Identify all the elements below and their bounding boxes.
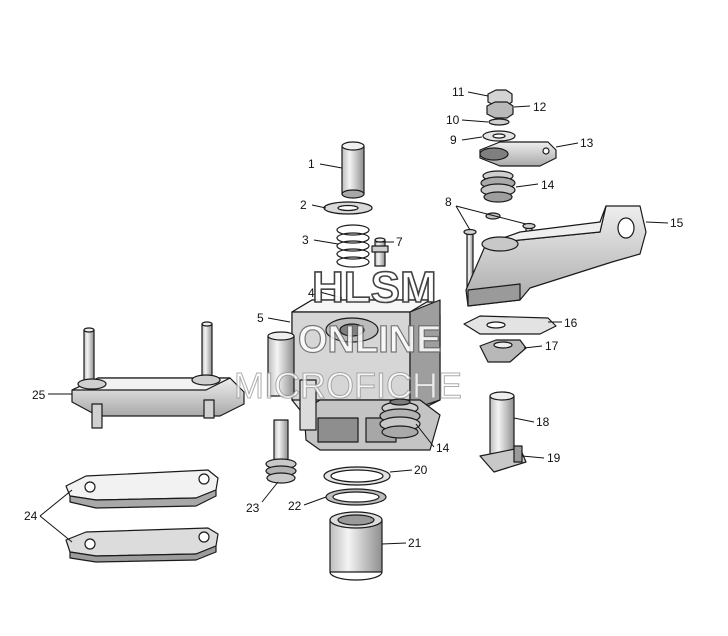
part-3-spring <box>336 224 370 268</box>
part-10-washer <box>488 118 510 126</box>
part-25-bracket <box>71 321 245 429</box>
callout-12: 12 <box>533 100 547 114</box>
part-17-cam <box>479 339 527 363</box>
part-24-pad-upper <box>65 469 219 509</box>
callout-11: 11 <box>452 85 465 99</box>
callout-4: 4 <box>308 286 315 300</box>
part-24-pad-lower <box>65 527 219 563</box>
callout-9: 9 <box>450 133 457 147</box>
callout-15: 15 <box>670 216 684 230</box>
callout-7: 7 <box>396 235 403 249</box>
callout-10: 10 <box>446 113 460 127</box>
callout-8: 8 <box>445 195 452 209</box>
part-1-pin <box>341 141 365 199</box>
callout-25: 25 <box>32 388 46 402</box>
watermark-line-2: ONLINE <box>298 319 442 361</box>
watermark-line-3: MICROFICHE <box>234 365 462 406</box>
callout-20: 20 <box>414 463 428 477</box>
part-23-boot <box>265 419 297 484</box>
callout-14-center: 14 <box>436 441 450 455</box>
callout-23: 23 <box>246 501 260 515</box>
part-15-mount-bracket <box>465 205 647 307</box>
part-19-pin <box>513 445 523 463</box>
callout-18: 18 <box>536 415 550 429</box>
callout-14-upper: 14 <box>541 178 555 192</box>
leader-lines <box>39 91 669 545</box>
part-13-lever <box>479 141 557 167</box>
part-20-seal <box>323 466 391 486</box>
callout-17: 17 <box>545 339 559 353</box>
callout-21: 21 <box>408 536 422 550</box>
watermark-line-1: HLSM <box>312 263 437 312</box>
callout-24: 24 <box>24 509 38 523</box>
part-2-washer <box>323 201 373 215</box>
callout-13: 13 <box>580 136 594 150</box>
part-5-caliper-body <box>267 299 441 451</box>
callout-19: 19 <box>547 451 561 465</box>
watermark: HLSM ONLINE MICROFICHE <box>234 262 463 406</box>
part-14-boot-center <box>379 398 421 439</box>
part-22-seal <box>325 488 387 506</box>
part-12-nut <box>486 101 514 119</box>
callout-22: 22 <box>288 499 302 513</box>
part-9-washer <box>482 130 516 142</box>
part-7-plunger <box>371 237 389 267</box>
callout-labels: 1 2 3 4 5 7 8 9 10 11 12 13 14 14 15 16 … <box>24 85 684 550</box>
part-14-boot-upper <box>480 170 516 203</box>
callout-2: 2 <box>300 198 307 212</box>
callout-16: 16 <box>564 316 578 330</box>
callout-1: 1 <box>308 157 315 171</box>
part-16-gasket <box>463 315 557 335</box>
callout-3: 3 <box>302 233 309 247</box>
callout-5: 5 <box>257 311 264 325</box>
part-21-piston <box>329 511 383 581</box>
